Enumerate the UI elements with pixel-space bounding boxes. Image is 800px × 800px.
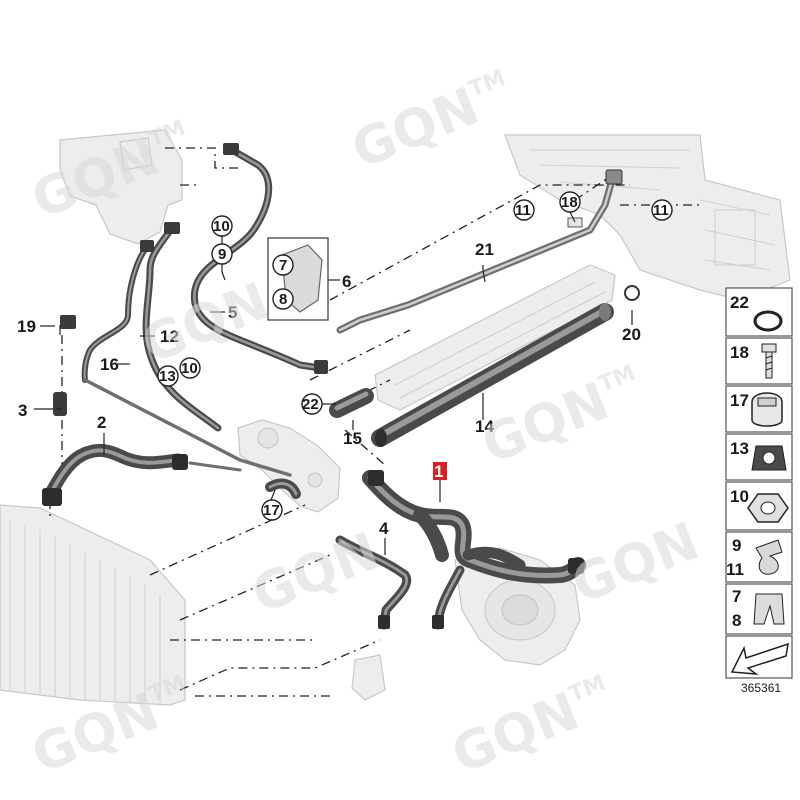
callout-11b: 11 bbox=[653, 202, 669, 219]
callout-5: 5 bbox=[228, 303, 237, 322]
callout-14: 14 bbox=[475, 417, 494, 436]
watermark-text: GQN bbox=[564, 511, 707, 615]
bracket-clip-icon bbox=[753, 593, 785, 625]
callout-8: 8 bbox=[279, 291, 287, 308]
callout-15: 15 bbox=[343, 429, 362, 448]
callout-2: 2 bbox=[97, 413, 106, 432]
legend-label-9: 9 bbox=[732, 536, 741, 555]
callout-4: 4 bbox=[379, 519, 389, 538]
legend-label-22: 22 bbox=[730, 293, 749, 312]
callout-6: 6 bbox=[342, 272, 351, 291]
legend-label-13: 13 bbox=[730, 439, 749, 458]
watermark-tm: TM bbox=[595, 361, 639, 398]
watermark-tm: TM bbox=[565, 671, 609, 708]
callout-11a: 11 bbox=[515, 202, 531, 219]
legend-label-7: 7 bbox=[732, 587, 741, 606]
callout-3: 3 bbox=[18, 401, 27, 420]
watermark-text: GQN bbox=[474, 371, 617, 475]
thermostat-housing bbox=[237, 419, 341, 513]
watermark-tm: TM bbox=[145, 116, 189, 153]
callout-1: 1 bbox=[434, 462, 443, 481]
callout-19: 19 bbox=[17, 317, 36, 336]
watermark-text: GQN bbox=[344, 76, 487, 180]
legend-label-17: 17 bbox=[730, 391, 749, 410]
callout-21: 21 bbox=[475, 240, 494, 259]
pipe-clip-icon bbox=[755, 539, 783, 575]
hose-2 bbox=[43, 443, 185, 502]
watermark-text: GQN bbox=[444, 681, 587, 785]
callout-1-highlight bbox=[433, 462, 447, 480]
callout-13: 13 bbox=[159, 368, 176, 385]
engine-block bbox=[504, 134, 791, 301]
background-components bbox=[0, 129, 791, 706]
callout-16: 16 bbox=[100, 355, 119, 374]
callout-12: 12 bbox=[160, 327, 179, 346]
callout-10a: 10 bbox=[213, 218, 230, 235]
watermark-tm: TM bbox=[465, 66, 509, 103]
legend-label-8: 8 bbox=[732, 611, 741, 630]
callouts: 19 3 2 16 12 5 6 21 14 15 20 4 1 10 9 7 … bbox=[17, 191, 673, 538]
legend-label-18: 18 bbox=[730, 343, 749, 362]
hoses bbox=[42, 143, 640, 630]
legend-label-10: 10 bbox=[730, 487, 749, 506]
callout-18: 18 bbox=[561, 194, 578, 211]
legend-label-11: 11 bbox=[726, 560, 744, 579]
legend: 22 18 17 13 10 9 1 bbox=[725, 287, 793, 695]
callout-22: 22 bbox=[302, 396, 319, 413]
radiator bbox=[0, 504, 186, 706]
watermark-text: GQN bbox=[134, 271, 277, 375]
hose-clamp-icon bbox=[751, 392, 783, 427]
rubber-bushing-icon bbox=[751, 445, 787, 471]
callout-20: 20 bbox=[622, 325, 641, 344]
callout-10b: 10 bbox=[181, 360, 198, 377]
callout-7: 7 bbox=[279, 257, 287, 274]
leader-lines bbox=[56, 211, 633, 555]
callout-9: 9 bbox=[218, 246, 226, 263]
o-ring-icon bbox=[753, 310, 783, 332]
bolt-icon bbox=[761, 343, 777, 379]
bracket-group-box bbox=[267, 237, 340, 321]
intake-component bbox=[374, 264, 616, 411]
reference-number: 365361 bbox=[741, 681, 781, 695]
direction-arrow-icon bbox=[730, 642, 789, 675]
hex-nut-icon bbox=[747, 493, 789, 523]
watermark-text: GQN bbox=[244, 521, 387, 625]
callout-17: 17 bbox=[263, 502, 280, 519]
